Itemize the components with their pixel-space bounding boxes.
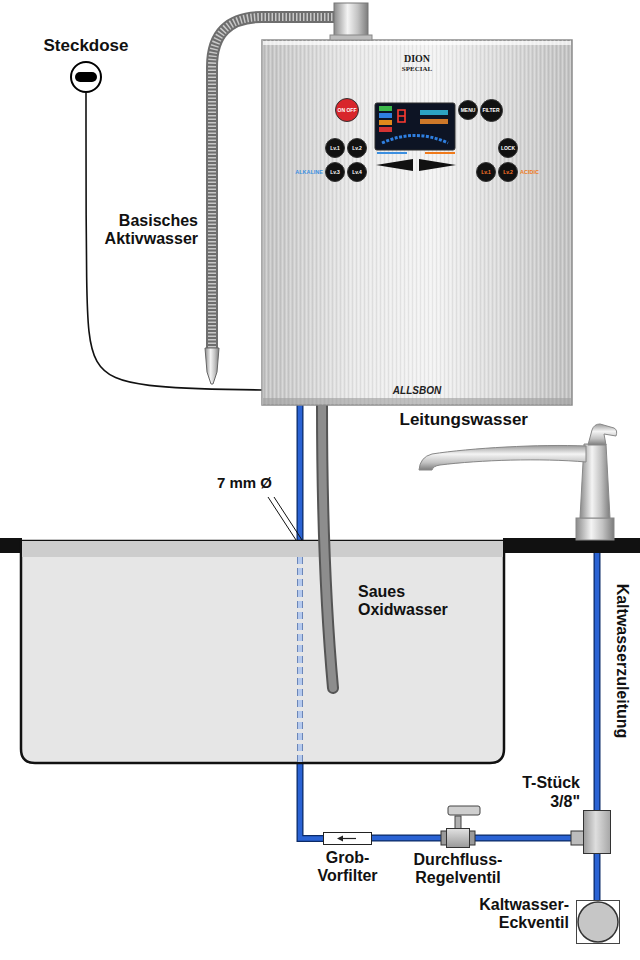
button-label: LOCK [501, 146, 515, 151]
valve-handle [448, 806, 480, 815]
device-housing [262, 40, 572, 405]
part-label: T-Stück 3/8" [508, 774, 580, 811]
control-button: Lv.2 [498, 162, 518, 182]
dimension-label: 7 mm Ø [217, 474, 272, 491]
dimension-leader [274, 497, 302, 540]
control-button: Lv.4 [347, 162, 367, 182]
button-label: Lv.2 [352, 146, 362, 151]
dimension-leader [268, 497, 296, 540]
part-label: Durchfluss- Regelventil [404, 851, 512, 888]
hidden-pipe [298, 557, 302, 762]
sink-rim [22, 541, 503, 557]
socket-face [71, 62, 101, 92]
power-cable [86, 93, 262, 390]
countertop [0, 538, 22, 553]
water-pipe [595, 854, 600, 900]
faucet-base [576, 518, 614, 540]
button-label: Lv.2 [503, 170, 513, 175]
control-button: ON OFF [335, 98, 359, 122]
control-button: Lv.1 [325, 138, 345, 158]
panel-label: ALKALINE [295, 169, 323, 175]
tee-fitting: T-Stück 3/8" [583, 810, 611, 854]
faucet: Leitungswasser [580, 444, 612, 540]
level-wedge [376, 159, 413, 171]
housing-highlight [263, 41, 571, 45]
control-button: Lv.3 [325, 162, 345, 182]
housing-base [263, 398, 571, 405]
flow-control-valve: Durchfluss- Regelventil [446, 828, 470, 848]
level-wedge [419, 159, 456, 171]
countertop [503, 538, 640, 553]
pipe-outline [594, 540, 601, 810]
maker-text: ALLSBON [262, 385, 572, 397]
control-button: FILTER [480, 99, 503, 122]
display-tag [379, 120, 392, 125]
display-value [420, 110, 448, 115]
coarse-prefilter: Grob- Vorfilter [323, 832, 372, 845]
control-button: LOCK [498, 138, 518, 158]
outlet-label: Basisches Aktivwasser [98, 212, 198, 249]
pipe-outline [372, 835, 446, 842]
drain-label: Saues Oxidwasser [358, 583, 478, 620]
faucet-label: Leitungswasser [400, 410, 529, 430]
display-bar [382, 136, 448, 144]
model-text: SPECIAL [262, 65, 572, 73]
water-pipe [470, 836, 583, 841]
brushed-finish [262, 40, 572, 405]
control-button: MENU [458, 100, 478, 120]
display-tag [379, 106, 392, 111]
outlet-connector [330, 35, 372, 40]
display-tag [379, 113, 392, 118]
sink-basin [21, 541, 504, 763]
display-value [420, 119, 448, 124]
brand-text: DION [262, 53, 572, 65]
water-pipe [372, 836, 446, 841]
panel-label: ACIDIC [520, 169, 539, 175]
acid-hose [322, 405, 333, 688]
angle-valve: Kaltwasser- Eckventil [576, 900, 620, 944]
socket-slot [75, 72, 97, 82]
water-pipe [595, 540, 600, 810]
part-label: Grob- Vorfilter [307, 849, 389, 886]
pipe-label: Kaltwasserzuleitung [613, 584, 631, 739]
button-label: MENU [461, 108, 476, 113]
hose-nozzle [205, 348, 219, 384]
outlet-connector [334, 3, 368, 38]
part-label: Kaltwasser- Eckventil [461, 896, 569, 933]
faucet-lever [588, 424, 617, 445]
button-label: FILTER [482, 108, 499, 113]
control-button: Lv.1 [476, 162, 496, 182]
button-label: ON OFF [338, 108, 357, 113]
hidden-pipe [297, 557, 303, 762]
control-button: Lv.2 [347, 138, 367, 158]
display-digit [398, 110, 405, 122]
display-tag [379, 127, 392, 132]
filter-body [323, 832, 372, 845]
button-label: Lv.1 [481, 170, 491, 175]
pipe-outline [594, 854, 601, 900]
display-underline [425, 152, 455, 154]
display [375, 103, 455, 150]
button-label: Lv.4 [352, 170, 362, 175]
flex-hose [212, 17, 336, 350]
flex-hose [212, 17, 336, 350]
flow-arrow [341, 838, 356, 839]
display-underline [377, 152, 407, 154]
socket-label: Steckdose [26, 36, 146, 56]
pipe-outline [470, 835, 583, 842]
acid-hose [322, 405, 333, 688]
flow-arrow [337, 836, 343, 842]
power-socket: Steckdose [70, 61, 102, 93]
angle-valve-symbol [578, 902, 618, 942]
faucet-spout [419, 445, 586, 470]
button-label: Lv.3 [330, 170, 340, 175]
water-ionizer: DIONSPECIALALLSBONON OFFMENUFILTERLv.1Lv… [262, 40, 572, 405]
button-label: Lv.1 [330, 146, 340, 151]
